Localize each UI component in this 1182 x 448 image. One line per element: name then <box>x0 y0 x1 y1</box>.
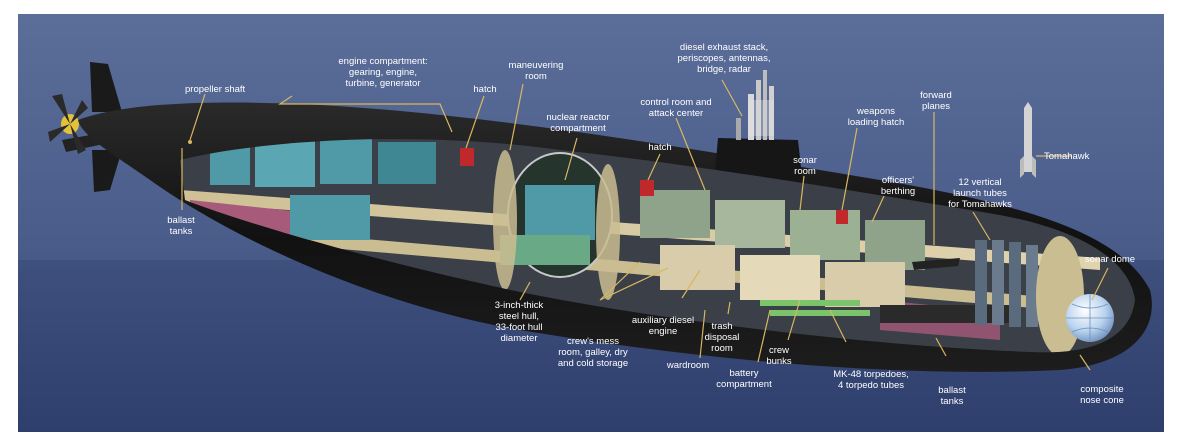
label-line: room <box>711 343 733 354</box>
label-line: gearing, engine, <box>349 67 417 78</box>
label-line: loading hatch <box>848 117 905 128</box>
leader-lines <box>181 79 1109 371</box>
label-line: auxiliary diesel <box>632 315 694 326</box>
hatch-mid <box>640 180 654 196</box>
label-line: bunks <box>766 356 792 367</box>
label-line: propeller shaft <box>185 84 246 95</box>
label-line: maneuvering <box>509 60 564 71</box>
label-line: room, galley, dry <box>558 347 628 358</box>
hatch-weapons <box>836 210 848 224</box>
label-line: 12 vertical <box>958 177 1001 188</box>
label-line: trash <box>711 321 732 332</box>
label-line: 3-inch-thick <box>495 300 544 311</box>
label-line: sonar <box>793 155 817 166</box>
label-line: battery <box>729 368 758 379</box>
label-line: crew's mess <box>567 336 619 347</box>
label-line: 4 torpedo tubes <box>838 380 904 391</box>
hatch-aft <box>460 148 474 166</box>
label-line: sonar dome <box>1085 254 1135 265</box>
label-line: hatch <box>473 84 496 95</box>
label-line: compartment <box>716 379 772 390</box>
label-hatch-mid: hatch <box>648 142 671 153</box>
label-line: diameter <box>501 333 538 344</box>
label-line: room <box>525 71 547 82</box>
label-line: nuclear reactor <box>546 112 609 123</box>
label-line: Tomahawk <box>1044 151 1090 162</box>
label-line: periscopes, antennas, <box>678 53 771 64</box>
label-line: officers' <box>882 175 914 186</box>
label-tomahawk: Tomahawk <box>1044 151 1090 162</box>
label-line: compartment <box>550 123 606 134</box>
propeller <box>48 94 88 154</box>
label-line: hatch <box>648 142 671 153</box>
label-propeller-shaft: propeller shaft <box>185 84 246 95</box>
label-line: ballast <box>167 215 195 226</box>
label-line: weapons <box>856 106 895 117</box>
label-line: room <box>794 166 816 177</box>
label-diesel-exhaust: diesel exhaust stack,periscopes, antenna… <box>678 42 771 75</box>
label-line: tanks <box>170 226 193 237</box>
label-line: and cold storage <box>558 358 628 369</box>
label-line: launch tubes <box>953 188 1007 199</box>
label-officers-berthing: officers'berthing <box>881 175 915 197</box>
label-line: turbine, generator <box>346 78 421 89</box>
upper-rudder <box>90 62 122 112</box>
label-hatch-aft: hatch <box>473 84 496 95</box>
lower-rudder <box>92 150 122 192</box>
label-sonar-dome: sonar dome <box>1085 254 1135 265</box>
masts <box>736 70 774 140</box>
label-line: engine <box>649 326 678 337</box>
label-line: forward <box>920 90 952 101</box>
label-line: attack center <box>649 108 703 119</box>
label-wardroom: wardroom <box>666 360 709 371</box>
label-line: control room and <box>640 97 711 108</box>
forward-planes <box>912 258 960 270</box>
label-line: diesel exhaust stack, <box>680 42 768 53</box>
label-engine-compartment: engine compartment:gearing, engine,turbi… <box>338 56 427 89</box>
label-line: for Tomahawks <box>948 199 1012 210</box>
tomahawk-missile <box>1020 102 1036 178</box>
labels: propeller shaft engine compartment:geari… <box>167 42 1135 407</box>
label-line: berthing <box>881 186 915 197</box>
label-line: disposal <box>705 332 740 343</box>
label-line: ballast <box>938 385 966 396</box>
label-line: crew <box>769 345 789 356</box>
label-line: steel hull, <box>499 311 539 322</box>
label-line: engine compartment: <box>338 56 427 67</box>
label-line: composite <box>1080 384 1123 395</box>
label-line: nose cone <box>1080 395 1124 406</box>
label-torpedoes: MK-48 torpedoes,4 torpedo tubes <box>833 369 909 391</box>
label-line: bridge, radar <box>697 64 751 75</box>
label-line: tanks <box>941 396 964 407</box>
label-line: 33-foot hull <box>495 322 542 333</box>
label-line: wardroom <box>666 360 709 371</box>
label-line: planes <box>922 101 950 112</box>
label-line: MK-48 torpedoes, <box>833 369 909 380</box>
